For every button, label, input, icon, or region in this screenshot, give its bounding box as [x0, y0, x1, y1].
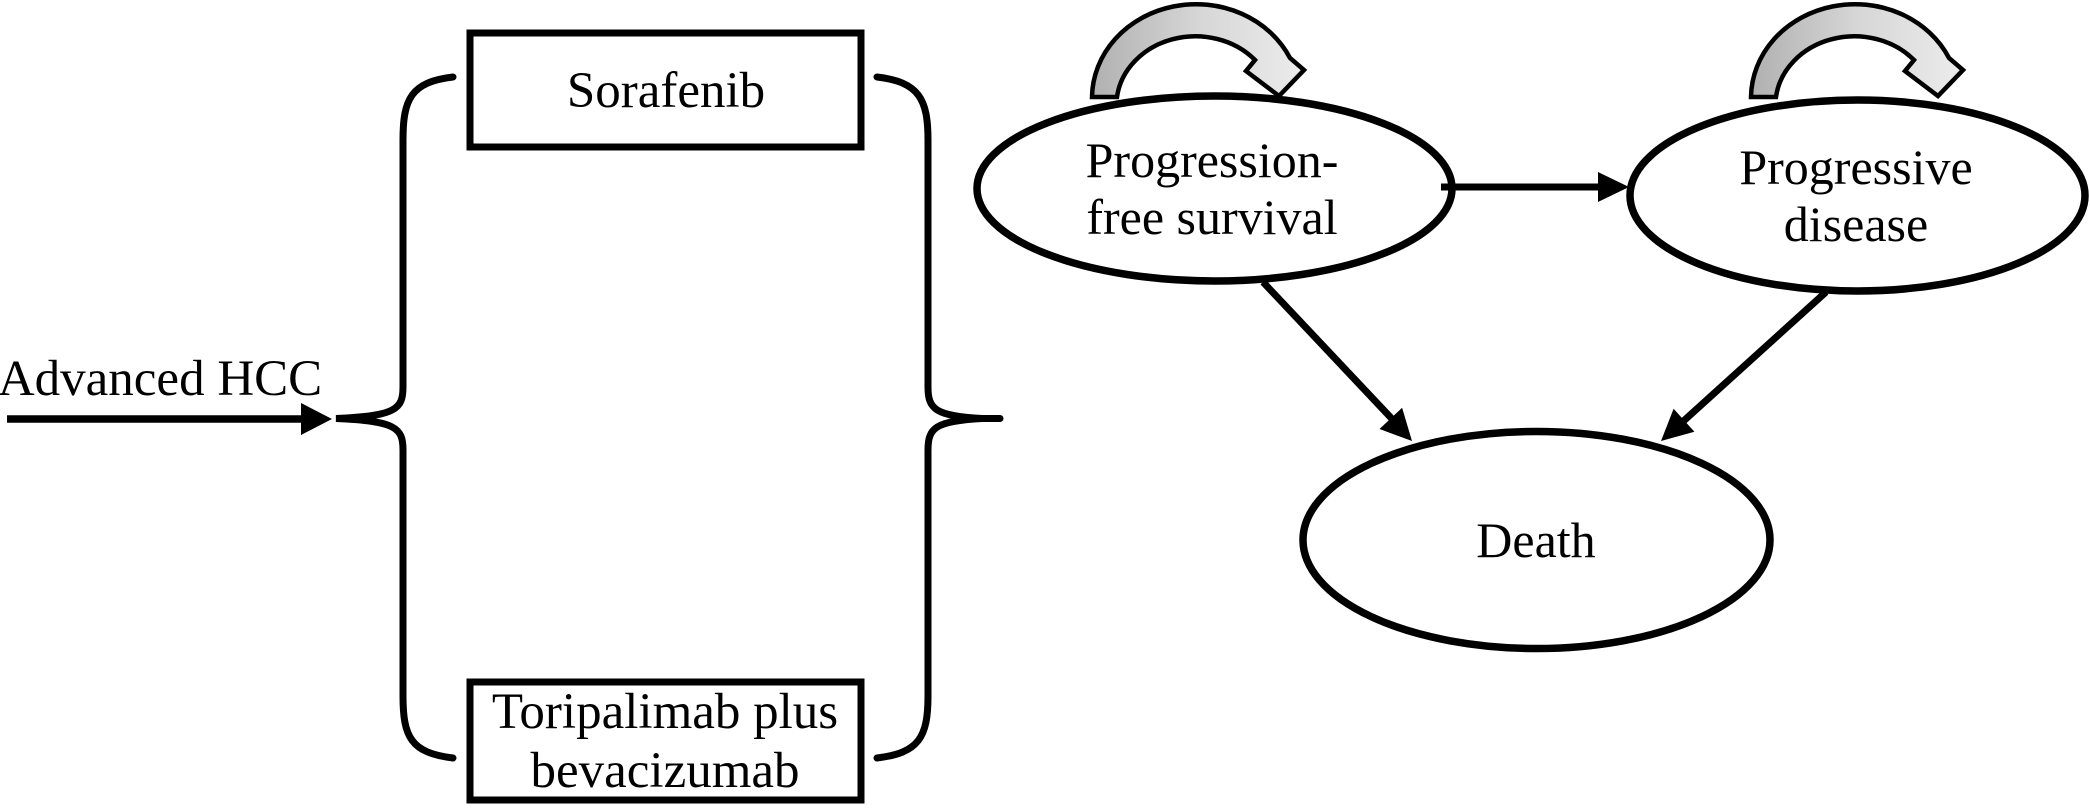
- pfs-state: Progression- free survival: [973, 92, 1456, 285]
- sorafenib-box: [466, 29, 865, 151]
- entry-arrowhead-icon: [301, 403, 332, 435]
- pfs-to-death-arrow: [1260, 279, 1412, 441]
- pd-state-label-line1: Progressive: [1739, 139, 1972, 195]
- death-state-ellipse: [1299, 427, 1774, 653]
- left-brace: [335, 73, 457, 762]
- advanced-hcc-label: Advanced HCC: [0, 351, 322, 407]
- pd-state: Progressive disease: [1626, 96, 2089, 295]
- pd-to-death-arrow: [1661, 289, 1829, 441]
- pfs-to-death-arrowhead-icon: [1379, 407, 1412, 441]
- pd-state-ellipse: [1626, 96, 2089, 295]
- pfs-to-pd-arrowhead-icon: [1598, 172, 1629, 202]
- pd-self-loop-arrow-icon: [1751, 4, 1963, 97]
- pfs-to-pd-arrow: [1441, 172, 1629, 202]
- sorafenib-arm: Sorafenib: [466, 29, 865, 151]
- pfs-self-loop-arrow-icon: [1092, 4, 1304, 97]
- pd-state-label-line2: disease: [1784, 196, 1928, 252]
- toripalimab-bevacizumab-label-line2: bevacizumab: [530, 743, 799, 799]
- entry-arrow: [7, 403, 332, 435]
- toripalimab-bevacizumab-label-line1: Toripalimab plus: [492, 684, 838, 740]
- pd-to-death-line: [1675, 289, 1829, 429]
- death-state: Death: [1299, 427, 1774, 653]
- pfs-state-label-line1: Progression-: [1086, 132, 1339, 188]
- toripalimab-bevacizumab-box: [466, 678, 865, 804]
- pd-to-death-arrowhead-icon: [1661, 408, 1695, 441]
- death-state-label: Death: [1476, 512, 1595, 568]
- right-brace: [873, 73, 983, 762]
- pfs-to-death-line: [1260, 279, 1397, 424]
- toripalimab-bevacizumab-arm: Toripalimab plus bevacizumab: [466, 678, 865, 804]
- pfs-state-label-line2: free survival: [1086, 189, 1337, 245]
- sorafenib-label: Sorafenib: [567, 63, 765, 119]
